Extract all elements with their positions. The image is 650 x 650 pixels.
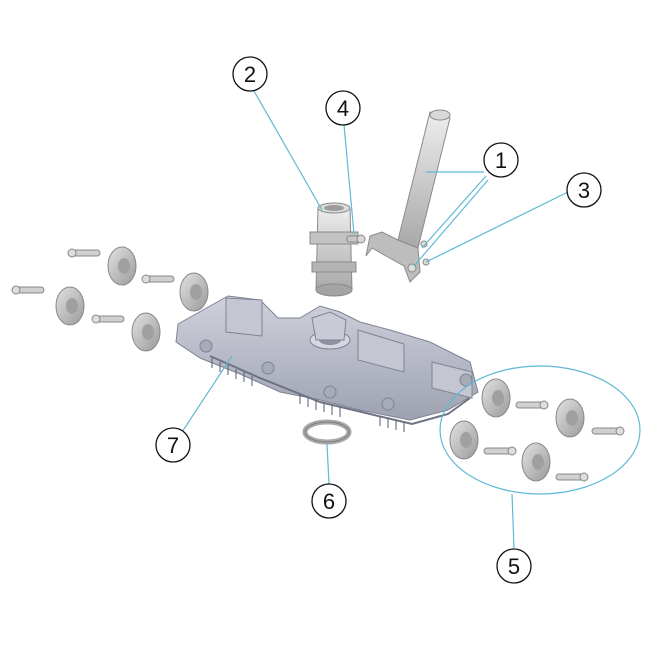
callout-5-label: 5 xyxy=(508,554,520,579)
leader-6 xyxy=(326,443,330,485)
axle-pin xyxy=(141,274,175,284)
callout-3-label: 3 xyxy=(578,178,590,203)
callout-1-label: 1 xyxy=(495,148,507,173)
axle-pin xyxy=(555,472,589,482)
right-wheel-set xyxy=(449,378,625,482)
axle-pin xyxy=(91,314,125,324)
wheel xyxy=(481,378,511,418)
wheel xyxy=(107,246,137,286)
axle-pin xyxy=(591,426,625,436)
wheel xyxy=(449,420,479,460)
axle-pin xyxy=(483,446,517,456)
leader-2 xyxy=(253,90,323,211)
callout-4: 4 xyxy=(325,90,361,126)
wheel xyxy=(521,442,551,482)
wheel xyxy=(55,286,85,326)
callout-7-label: 7 xyxy=(167,433,179,458)
callout-6: 6 xyxy=(311,483,347,519)
callout-7: 7 xyxy=(155,427,191,463)
callout-3: 3 xyxy=(566,172,602,208)
wheel xyxy=(555,398,585,438)
leader-1b xyxy=(421,175,487,249)
wheel xyxy=(179,272,209,312)
axle-pin xyxy=(11,285,45,295)
callout-2-label: 2 xyxy=(244,62,256,87)
part-1-handle xyxy=(365,109,451,283)
callout-5: 5 xyxy=(496,548,532,584)
leader-lines xyxy=(181,90,641,549)
axle-pin xyxy=(515,400,549,410)
callout-4-label: 4 xyxy=(337,96,349,121)
group-5-ellipse xyxy=(439,365,641,495)
part-2-tube-coupling xyxy=(309,202,359,297)
leader-7 xyxy=(181,355,233,433)
leader-3 xyxy=(425,191,569,263)
part-6-o-ring xyxy=(302,419,352,445)
callout-6-label: 6 xyxy=(323,489,335,514)
leader-5 xyxy=(511,493,515,549)
left-wheel-set xyxy=(11,246,209,352)
callout-2: 2 xyxy=(232,56,268,92)
wheel xyxy=(131,312,161,352)
part-4-pin xyxy=(346,234,366,244)
axle-pin xyxy=(67,248,101,258)
callout-1: 1 xyxy=(483,142,519,178)
part-7-vacuum-body xyxy=(175,295,479,432)
leader-4 xyxy=(343,124,355,235)
leader-1c xyxy=(413,179,489,267)
